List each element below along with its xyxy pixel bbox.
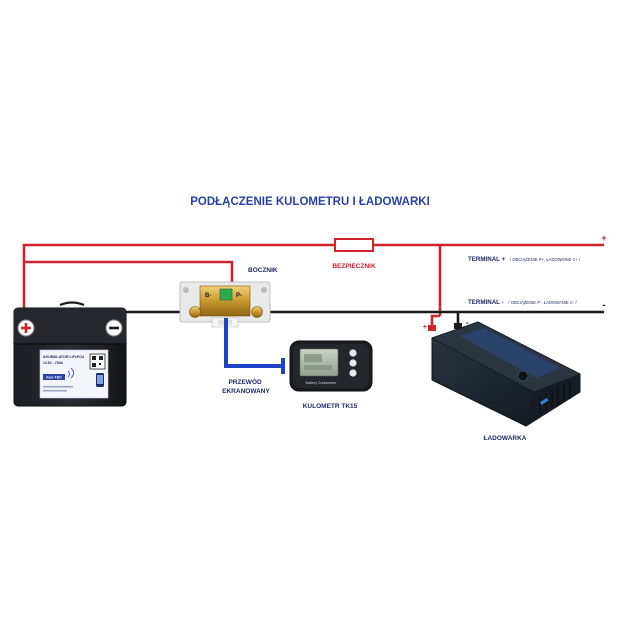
battery: AKUMULATOR LiFePO4 12.8V - 75Ah Kon-TEC <box>13 307 127 407</box>
shielded-cable <box>224 318 282 368</box>
plus-icon <box>21 323 31 333</box>
fuse-label: BEZPIECZNIK <box>332 263 376 270</box>
cable-label: PRZEWÓD EKRANOWANY <box>222 377 270 395</box>
charger-label: ŁADOWARKA <box>484 435 527 442</box>
battery-logo <box>43 374 65 380</box>
meter-display <box>299 348 339 377</box>
charger-minus-sign: - <box>466 318 469 327</box>
negative-wire <box>59 301 604 328</box>
shunt-bolt-b <box>189 306 201 318</box>
fuse <box>334 238 374 252</box>
terminal-minus-detail: / OBCIĄŻENIE P-, ŁADOWANIE C- / <box>508 300 577 305</box>
charger-indicator <box>540 398 549 405</box>
terminal-plus-sign: + <box>601 233 606 243</box>
shunt-mark-p: P- <box>236 293 242 299</box>
cable-label-line1: PRZEWÓD <box>228 377 262 386</box>
coulometer-device: Battery Coulometer <box>289 340 373 392</box>
battery-brand: Kon-TEC <box>46 376 62 380</box>
wifi-icon <box>67 367 74 379</box>
diagram-title: PODŁĄCZENIE KULOMETRU I ŁADOWARKI <box>190 196 430 208</box>
meter-caption: Battery Coulometer <box>306 381 338 385</box>
meter-button-down <box>349 369 357 377</box>
terminal-plus-label: TERMINAL + / OBCIĄŻENIE P+, ŁADOWANIE C+… <box>468 256 581 263</box>
terminal-plus-title: TERMINAL + <box>468 256 506 263</box>
shunt-connector <box>219 288 233 301</box>
charger-plus-sign: + <box>423 324 427 331</box>
terminal-minus-title: TERMINAL - <box>468 299 504 306</box>
cable-label-line2: EKRANOWANY <box>222 388 270 395</box>
shunt-mark-b: B- <box>205 293 211 299</box>
terminal-minus-label: TERMINAL - / OBCIĄŻENIE P-, ŁADOWANIE C-… <box>468 299 577 306</box>
charger-negative-terminal <box>454 323 462 329</box>
battery-spec: 12.8V - 75Ah <box>43 361 63 365</box>
shunt: B- P- <box>179 281 271 328</box>
meter-button-up <box>349 349 357 357</box>
charger-device <box>428 321 581 427</box>
meter-label: KULOMETR TK15 <box>303 403 358 410</box>
charger-knob <box>517 370 529 382</box>
shunt-label: BOCZNIK <box>248 267 278 274</box>
battery-model: AKUMULATOR LiFePO4 <box>43 355 84 359</box>
terminal-plus-detail: / OBCIĄŻENIE P+, ŁADOWANIE C+ / <box>510 257 581 262</box>
positive-wire <box>22 243 604 326</box>
shunt-bolt-p <box>251 306 263 318</box>
cable-plug <box>281 358 285 374</box>
meter-button-ok <box>349 359 357 367</box>
terminal-minus-sign: - <box>602 300 605 311</box>
charger-positive-terminal <box>428 325 436 331</box>
